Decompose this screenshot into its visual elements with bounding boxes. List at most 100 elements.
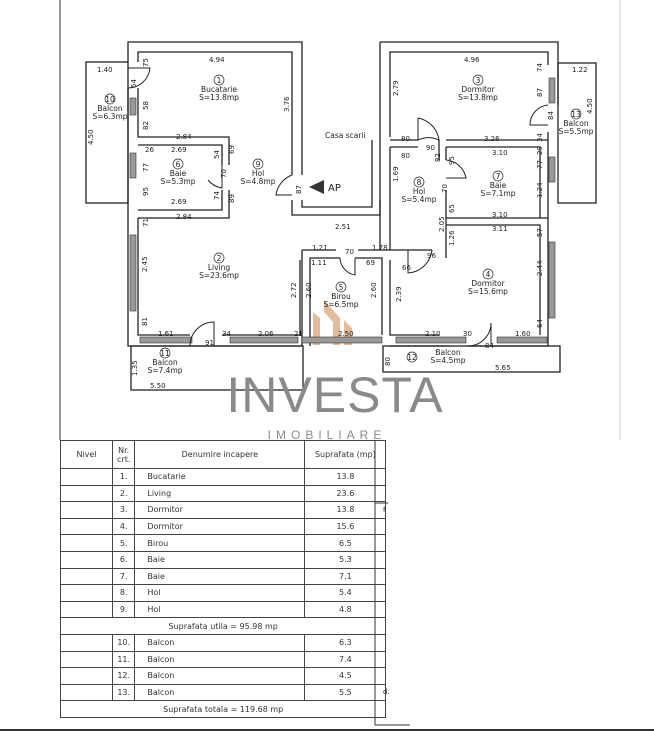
room-name: Hol — [413, 187, 425, 196]
dimension-label: 3.26 — [484, 135, 500, 143]
room-name-cell: Birou — [134, 534, 306, 552]
level-cell — [60, 567, 113, 586]
dimension-label: 1.69 — [392, 166, 400, 182]
nr-cell: 1. — [111, 468, 136, 486]
level-cell — [60, 534, 113, 552]
dimension-label: 69 — [228, 145, 236, 154]
dimension-label: 82 — [142, 121, 150, 130]
level-cell — [60, 667, 113, 685]
room-name: Balcon — [97, 104, 123, 113]
nr-cell: 8. — [111, 584, 136, 602]
room-num: 4 — [486, 270, 491, 279]
dimension-label: 1.61 — [158, 330, 174, 338]
windows — [129, 77, 556, 344]
dimension-label: 4.94 — [209, 56, 225, 64]
room-number-circle — [492, 170, 504, 182]
nr-cell: 11. — [111, 650, 136, 669]
entrance-arrow-icon — [309, 180, 324, 194]
dimension-label: 89 — [228, 194, 236, 203]
nr-cell: 13. — [111, 683, 136, 702]
dimension-label: 5.50 — [150, 382, 166, 390]
room-number-circle — [104, 93, 116, 105]
room-num: 2 — [217, 254, 222, 263]
dimension-label: 77 — [142, 163, 150, 172]
header-level: Nivel — [60, 440, 113, 469]
dimension-label: 3.10 — [492, 149, 508, 157]
room-num: 6 — [176, 160, 181, 169]
room-name: Dormitor — [461, 85, 495, 94]
room-name-cell: Baie — [134, 567, 306, 586]
room-area: S=13.8mp — [199, 93, 239, 102]
area-cell: 6.3 — [304, 633, 387, 652]
room-area: S=5.5mp — [558, 127, 593, 136]
dimension-label: 64 — [130, 79, 138, 88]
dimension-label: 84 — [547, 111, 555, 120]
room-area: S=4.5mp — [430, 356, 465, 365]
dimension-label: 70 — [345, 248, 354, 256]
dimension-label: 75 — [142, 58, 150, 67]
room-name: Baie — [170, 169, 187, 178]
dimension-label: 1.24 — [536, 182, 544, 198]
nr-cell: 4. — [111, 517, 136, 536]
dimension-label: 58 — [142, 101, 150, 110]
dimension-label: 1.78 — [372, 244, 388, 252]
stair-label: Casa scarii — [325, 131, 366, 140]
dimension-label: 54 — [213, 150, 221, 159]
room-name-cell: Dormitor — [134, 501, 306, 519]
area-cell: 6.5 — [304, 534, 387, 552]
balcony-11-outline — [130, 345, 304, 391]
dimension-label: 3.10 — [492, 211, 508, 219]
room-number-circle — [213, 74, 225, 86]
dimension-label: 57 — [536, 228, 544, 237]
dimension-label: 2.39 — [395, 286, 403, 302]
area-cell: 5.3 — [304, 550, 387, 569]
room-name: Living — [208, 263, 231, 272]
room-name: Baie — [490, 181, 507, 190]
room-number-circle — [413, 176, 425, 188]
area-cell: 23.6 — [304, 484, 387, 503]
room-num: 12 — [407, 353, 417, 362]
room-number-circle — [472, 74, 484, 86]
dimension-label: 2.69 — [171, 146, 187, 154]
dimension-label: 2.84 — [176, 213, 192, 221]
dimension-label: 4.50 — [586, 98, 594, 114]
dimension-label: 5.65 — [495, 364, 511, 372]
nr-cell: 9. — [111, 600, 136, 619]
level-cell — [60, 584, 113, 602]
room-name: Bucatarie — [201, 85, 237, 94]
dimension-label: 1.40 — [97, 66, 113, 74]
room-num: 13 — [571, 110, 581, 119]
balcony-10-outline — [85, 61, 129, 204]
room-number-circle — [213, 252, 225, 264]
area-cell: 13.8 — [304, 501, 387, 519]
dimension-label: 95 — [142, 187, 150, 196]
header-area: Suprafata (mp) — [304, 440, 387, 469]
room-number-circle — [252, 158, 264, 170]
area-cell: 7.1 — [304, 567, 387, 586]
dimension-label: 2.05 — [438, 216, 446, 232]
room-num: 3 — [476, 76, 481, 85]
dimension-label: 91 — [205, 339, 214, 347]
room-area: S=4.8mp — [240, 177, 275, 186]
dimension-label: 65 — [448, 204, 456, 213]
room-area: S=13.8mp — [458, 93, 498, 102]
room-number-circle — [570, 108, 582, 120]
room-name-cell: Dormitor — [134, 517, 306, 536]
level-cell — [60, 600, 113, 619]
balcony-13-outline — [557, 62, 597, 204]
room-area: S=6.3mp — [92, 112, 127, 121]
room-name: Dormitor — [471, 279, 505, 288]
room-name-cell: Hol — [134, 584, 306, 602]
dimension-label: 1.26 — [448, 230, 456, 246]
dimension-label: 34 — [536, 133, 544, 142]
room-labels: 1BucatarieS=13.8mp2LivingS=23.6mp3Dormit… — [92, 74, 594, 375]
level-cell — [60, 517, 113, 536]
room-number-circle — [159, 347, 171, 359]
dimension-label: 1.60 — [515, 330, 531, 338]
